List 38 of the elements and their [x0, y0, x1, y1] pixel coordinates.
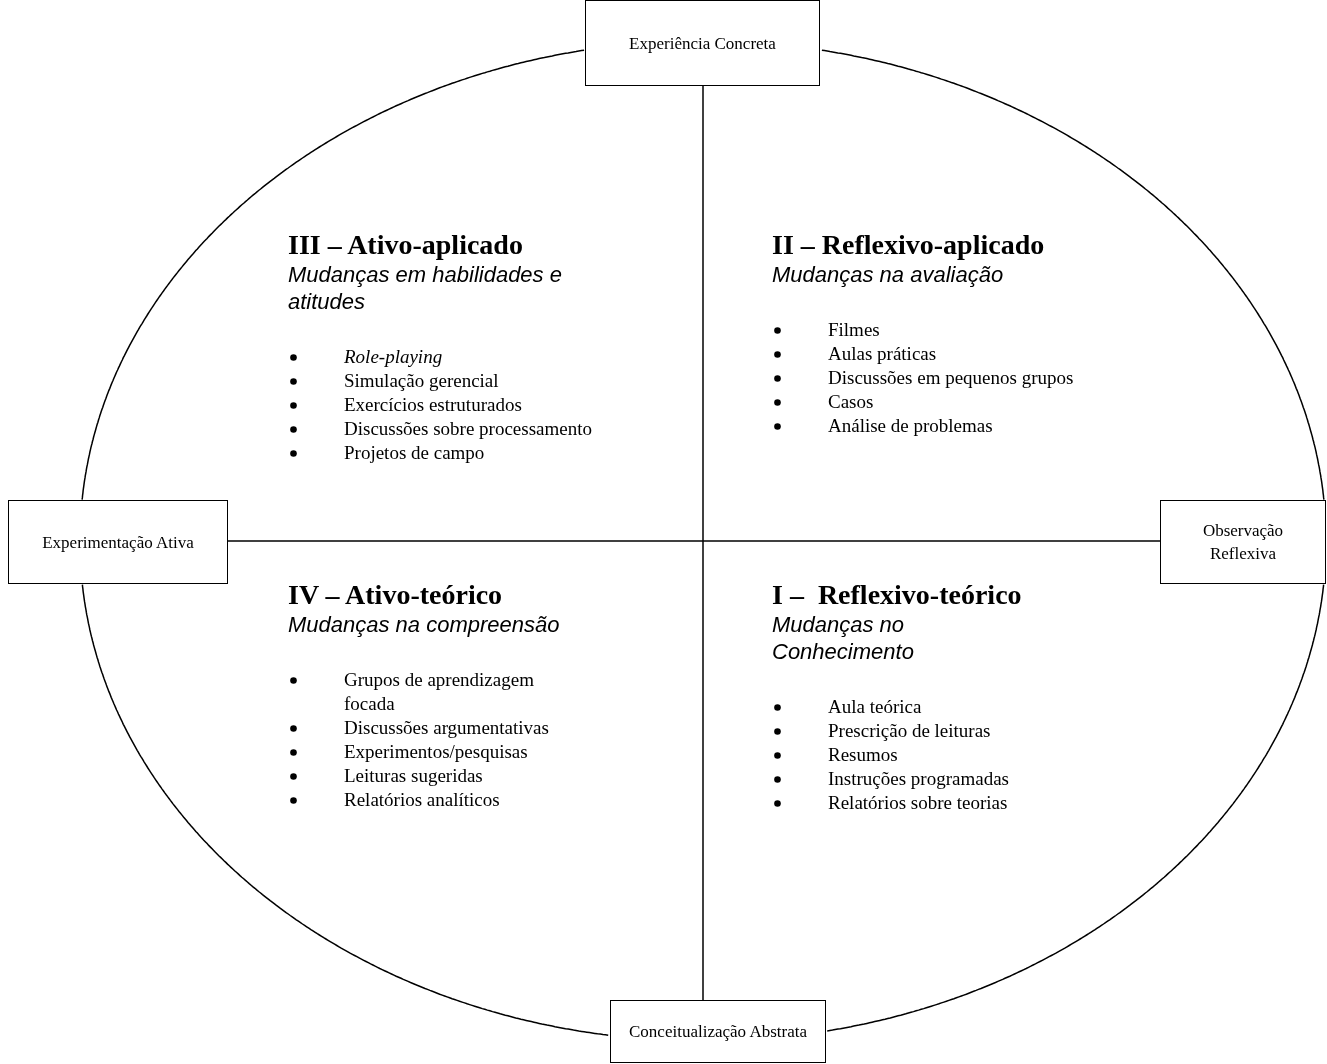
bullet-item: Aula teórica	[828, 695, 923, 719]
bullet-item: Análise de problemas	[828, 414, 994, 438]
bullet-item: Discussões sobre processamento	[344, 417, 593, 441]
stage-box: Experimentação Ativa	[8, 500, 228, 584]
bullet-item: Role-playing	[344, 345, 444, 369]
bullet-item: Experimentos/pesquisas	[344, 740, 529, 764]
bullet-item: Exercícios estruturados	[344, 393, 523, 417]
bullet-item: Projetos de campo	[344, 441, 486, 465]
bullet-item: Grupos de aprendizagem focada	[344, 668, 535, 716]
bullet-item: Prescrição de leituras	[828, 719, 992, 743]
stage-box: Conceitualização Abstrata	[610, 1000, 826, 1063]
bullet-item: Aulas práticas	[828, 342, 938, 366]
stage-box: Observação Reflexiva	[1160, 500, 1326, 584]
quadrant-subtitle: Mudanças na compreensão	[288, 611, 561, 638]
quadrant-subtitle: Mudanças na avaliação	[772, 261, 1005, 288]
bullet-item: Discussões em pequenos grupos	[828, 366, 1075, 390]
bullet-item: Relatórios analíticos	[344, 788, 501, 812]
quadrant-subtitle: Mudanças no Conhecimento	[772, 611, 915, 665]
quadrant-subtitle: Mudanças em habilidades e atitudes	[288, 261, 563, 315]
quadrant-heading: I – Reflexivo-teórico	[772, 579, 1023, 611]
axis-line	[702, 85, 704, 1001]
bullet-item: Leituras sugeridas	[344, 764, 484, 788]
bullet-item: Discussões argumentativas	[344, 716, 550, 740]
bullet-item: Filmes	[828, 318, 881, 342]
quadrant-heading: II – Reflexivo-aplicado	[772, 229, 1046, 261]
axis-line	[227, 540, 1161, 542]
bullet-item: Resumos	[828, 743, 899, 767]
quadrant-heading: III – Ativo-aplicado	[288, 229, 524, 261]
bullet-item: Simulação gerencial	[344, 369, 500, 393]
stage-box: Experiência Concreta	[585, 0, 820, 86]
bullet-item: Casos	[828, 390, 875, 414]
quadrant-heading: IV – Ativo-teórico	[288, 579, 504, 611]
cycle-arc	[81, 583, 609, 1036]
cycle-arc	[826, 583, 1325, 1032]
cycle-arc	[81, 49, 585, 501]
cycle-arc	[821, 49, 1325, 501]
bullet-item: Instruções programadas	[828, 767, 1010, 791]
bullet-item: Relatórios sobre teorias	[828, 791, 1009, 815]
